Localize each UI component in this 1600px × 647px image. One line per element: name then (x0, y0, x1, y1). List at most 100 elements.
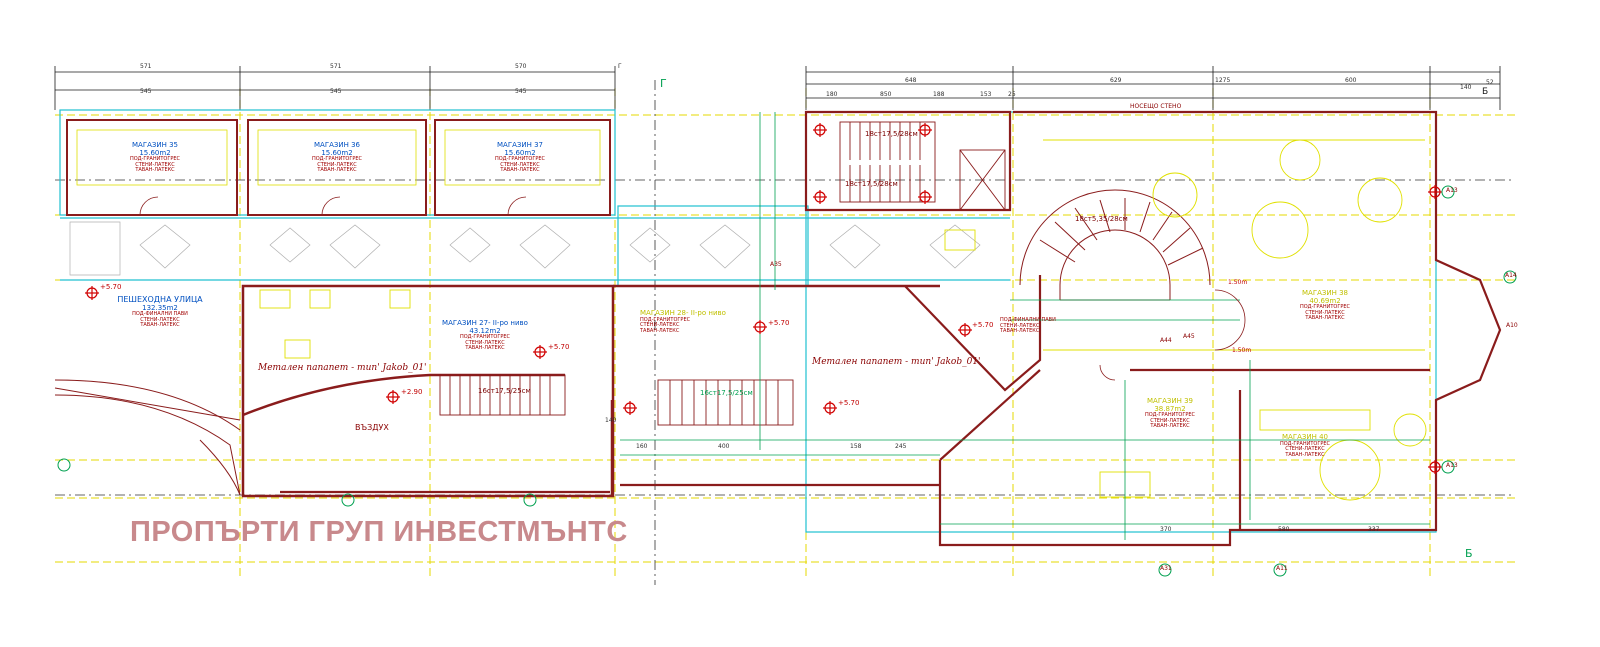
shop-27-label: МАГАЗИН 27- II-ро ниво 43.12m2 ПОД-ГРАНИ… (425, 319, 545, 352)
shop27-walls (241, 284, 940, 498)
shop-spec: ТАВАН-ЛАТЕКС (1285, 451, 1325, 458)
dim-label: 158 (850, 443, 862, 450)
furniture (259, 139, 1427, 501)
shop-spec: ТАВАН-ЛАТЕКС (465, 345, 505, 352)
section-tag: A45 (1183, 333, 1195, 340)
wall-note: НОСЕЩО СТЕНО (1130, 103, 1182, 110)
mid-shop-label: МАГАЗИН 28- II-ро ниво ПОД-ГРАНИТОГРЕС С… (640, 309, 730, 334)
level-label: +5.70 (768, 319, 790, 327)
shop-title: МАГАЗИН 38 (1301, 289, 1348, 297)
dim-label: 545 (515, 88, 527, 95)
cyan-outlines (59, 109, 1437, 533)
dim-label: 160 (636, 443, 648, 450)
foyer-label: ПОД-ФИНАЛНИ ПАВИ СТЕНИ-ЛАТЕКС ТАВАН-ЛАТЕ… (1000, 317, 1070, 335)
section-tag: A11 (1276, 565, 1288, 572)
dim-label: 188 (933, 91, 945, 98)
street-area: 132.35m2 (142, 303, 178, 312)
shop-inner-lines (76, 129, 601, 186)
foyer-spec: СТЕНИ-ЛАТЕКС (1000, 322, 1040, 329)
shop-spec: ПОД-ГРАНИТОГРЕС (640, 316, 691, 323)
dim-label: 337 (1368, 526, 1380, 533)
dim-label: 400 (718, 443, 730, 450)
stair-label: 18ст17,5/28см (865, 130, 918, 138)
shop-title: МАГАЗИН 39 (1146, 397, 1193, 405)
dim-label: 648 (905, 77, 917, 84)
shop-40-label: МАГАЗИН 40 ПОД-ГРАНИТОГРЕС СТЕНИ-ЛАТЕКС … (1265, 433, 1345, 458)
foyer-spec: ПОД-ФИНАЛНИ ПАВИ (1000, 317, 1056, 323)
dim-label: 571 (140, 63, 152, 70)
level-label: +5.70 (972, 321, 994, 329)
axis-letter: Б (1465, 547, 1473, 560)
shop-spec: ТАВАН-ЛАТЕКС (135, 167, 175, 174)
shop-spec: СТЕНИ-ЛАТЕКС (317, 161, 357, 168)
stair-label: 16ст17,5/25см (700, 389, 753, 397)
stair-label: 18ст17,5/28см (845, 180, 898, 188)
shop-area: 15.60m2 (321, 148, 353, 157)
shop-spec: СТЕНИ-ЛАТЕКС (135, 161, 175, 168)
void-label: ВЪЗДУХ (355, 423, 389, 432)
shop-area: 15.60m2 (139, 148, 171, 157)
dim-label: 1275 (1215, 77, 1231, 84)
level-label: +5.70 (838, 399, 860, 407)
street-label: ПЕШЕХОДНА УЛИЦА 132.35m2 ПОД-ФИНАЛНИ ПАВ… (110, 295, 210, 329)
shop-spec: ПОД-ГРАНИТОГРЕС (129, 156, 181, 163)
shop-37-label: МАГАЗИН 37 15.60m2 ПОД-ГРАНИТОГРЕС СТЕНИ… (465, 141, 575, 174)
section-tag: A14 (1505, 272, 1517, 279)
shop-title: МАГАЗИН 37 (496, 141, 543, 149)
dim-label: 153 (980, 91, 992, 98)
shop-spec: ПОД-ГРАНИТОГРЕС (1279, 440, 1331, 447)
grid-lines (55, 88, 1515, 580)
dim-label: 1.50m (1232, 347, 1252, 354)
shop-area: 38.87m2 (1154, 404, 1186, 413)
canopy-label: Метален папапет - тип' Jakob_01' (812, 357, 981, 367)
dim-label: 850 (880, 91, 892, 98)
stair-shop27 (439, 374, 566, 416)
shop-title: МАГАЗИН 35 (131, 141, 178, 149)
level-label: +5.70 (548, 343, 570, 351)
section-tag: A44 (1160, 337, 1172, 344)
street-spec: ПОД-ФИНАЛНИ ПАВИ (132, 311, 188, 318)
dim-label: 180 (826, 91, 838, 98)
level-label: +2.90 (401, 388, 423, 396)
street-spec: ТАВАН-ЛАТЕКС (140, 322, 180, 329)
shop-spec: СТЕНИ-ЛАТЕКС (1305, 309, 1345, 316)
dim-label: 25 (1008, 91, 1016, 98)
section-tag: A13 (1446, 462, 1458, 469)
shop-spec: СТЕНИ-ЛАТЕКС (1150, 417, 1190, 424)
shop-spec: ТАВАН-ЛАТЕКС (1305, 315, 1345, 322)
shop-title: МАГАЗИН 28- II-ро ниво (640, 309, 726, 317)
shop-spec: ТАВАН-ЛАТЕКС (640, 327, 680, 334)
left-curved-stair (54, 379, 241, 496)
shop-35-label: МАГАЗИН 35 15.60m2 ПОД-ГРАНИТОГРЕС СТЕНИ… (100, 141, 210, 174)
right-building-walls (280, 110, 1502, 547)
shop-spec: ТАВАН-ЛАТЕКС (317, 167, 357, 174)
shop-spec: СТЕНИ-ЛАТЕКС (465, 339, 505, 346)
middle-stair (657, 379, 794, 426)
green-dimension-lines (620, 112, 1430, 540)
shop-area: 40.69m2 (1309, 296, 1341, 305)
dimension-chain-top (54, 66, 1501, 110)
dim-label: 370 (1160, 526, 1172, 533)
shop-spec: ТАВАН-ЛАТЕКС (500, 167, 540, 174)
dim-label: 570 (515, 63, 527, 70)
section-tag: A13 (1446, 187, 1458, 194)
section-tag: A10 (1506, 322, 1518, 329)
shop-title: МАГАЗИН 36 (313, 141, 360, 149)
door-swings (139, 196, 1246, 381)
dim-label: 545 (140, 88, 152, 95)
shop-title: МАГАЗИН 27- II-ро ниво (442, 319, 528, 327)
shop-title: МАГАЗИН 40 (1281, 433, 1328, 441)
street-spec: СТЕНИ-ЛАТЕКС (140, 316, 180, 323)
shop-spec: СТЕНИ-ЛАТЕКС (500, 161, 540, 168)
axis-letter: Г (618, 63, 622, 70)
axis-lines (55, 80, 1515, 585)
dim-label: 580 (1278, 526, 1290, 533)
dim-label: 52 (1486, 79, 1494, 86)
stair-label: 18ст5,35/28см (1075, 215, 1128, 223)
shop-spec: ПОД-ГРАНИТОГРЕС (311, 156, 363, 163)
shop-area: 15.60m2 (504, 148, 536, 157)
shop-38-label: МАГАЗИН 38 40.69m2 ПОД-ГРАНИТОГРЕС СТЕНИ… (1285, 289, 1365, 322)
arcade-pattern (69, 221, 981, 276)
dim-label: 571 (330, 63, 342, 70)
